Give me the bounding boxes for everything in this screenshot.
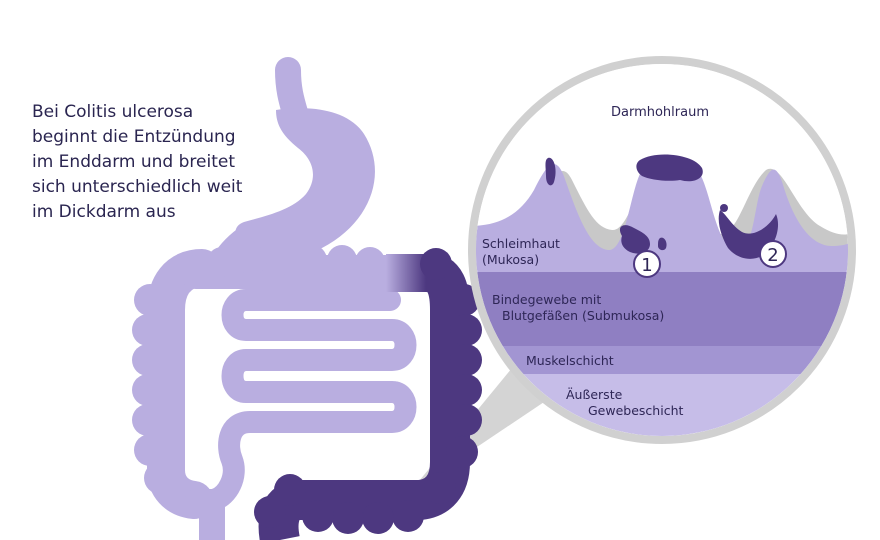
intro-line: sich unterschiedlich weit xyxy=(32,177,243,197)
marker-2-label: 2 xyxy=(767,245,778,266)
submucosa-layer xyxy=(476,272,848,346)
submucosa-label-line1: Bindegewebe mit xyxy=(492,292,601,307)
intro-line: im Dickdarm aus xyxy=(32,202,176,222)
lumen-label: Darmhohlraum xyxy=(611,105,709,120)
stomach xyxy=(235,108,375,259)
outer-label-line1: Äußerste xyxy=(566,387,623,402)
zoom-view: 1 2 Darmhohlraum Schleimhaut (Mukosa) Bi… xyxy=(468,56,856,444)
muscle-label: Muskelschicht xyxy=(526,353,614,368)
marker-1: 1 xyxy=(633,250,661,278)
marker-2: 2 xyxy=(759,240,787,268)
mucosa-label-line2: (Mukosa) xyxy=(482,252,539,267)
descending-sigmoid-colon xyxy=(258,252,470,540)
intro-line: im Enddarm und breitet xyxy=(32,152,235,172)
submucosa-label-line2: Blutgefäßen (Submukosa) xyxy=(502,308,664,323)
ascending-haustra xyxy=(132,284,176,494)
inflamed-colon xyxy=(254,248,482,540)
marker-1-label: 1 xyxy=(641,255,652,276)
intro-line: Bei Colitis ulcerosa xyxy=(32,102,194,122)
transverse-haustra xyxy=(207,245,385,277)
inflammation-transition xyxy=(386,254,426,292)
intro-line: beginnt die Entzündung xyxy=(32,127,236,147)
intro-text: Bei Colitis ulcerosa beginnt die Entzünd… xyxy=(32,100,312,225)
healthy-intestine xyxy=(132,57,425,540)
muscle-layer xyxy=(476,346,848,374)
outer-label-line2: Gewebeschicht xyxy=(588,403,683,418)
descending-haustra xyxy=(254,248,482,534)
mucosa-label-line1: Schleimhaut xyxy=(482,236,560,251)
small-intestine xyxy=(185,289,417,511)
ascending-colon xyxy=(147,249,221,519)
